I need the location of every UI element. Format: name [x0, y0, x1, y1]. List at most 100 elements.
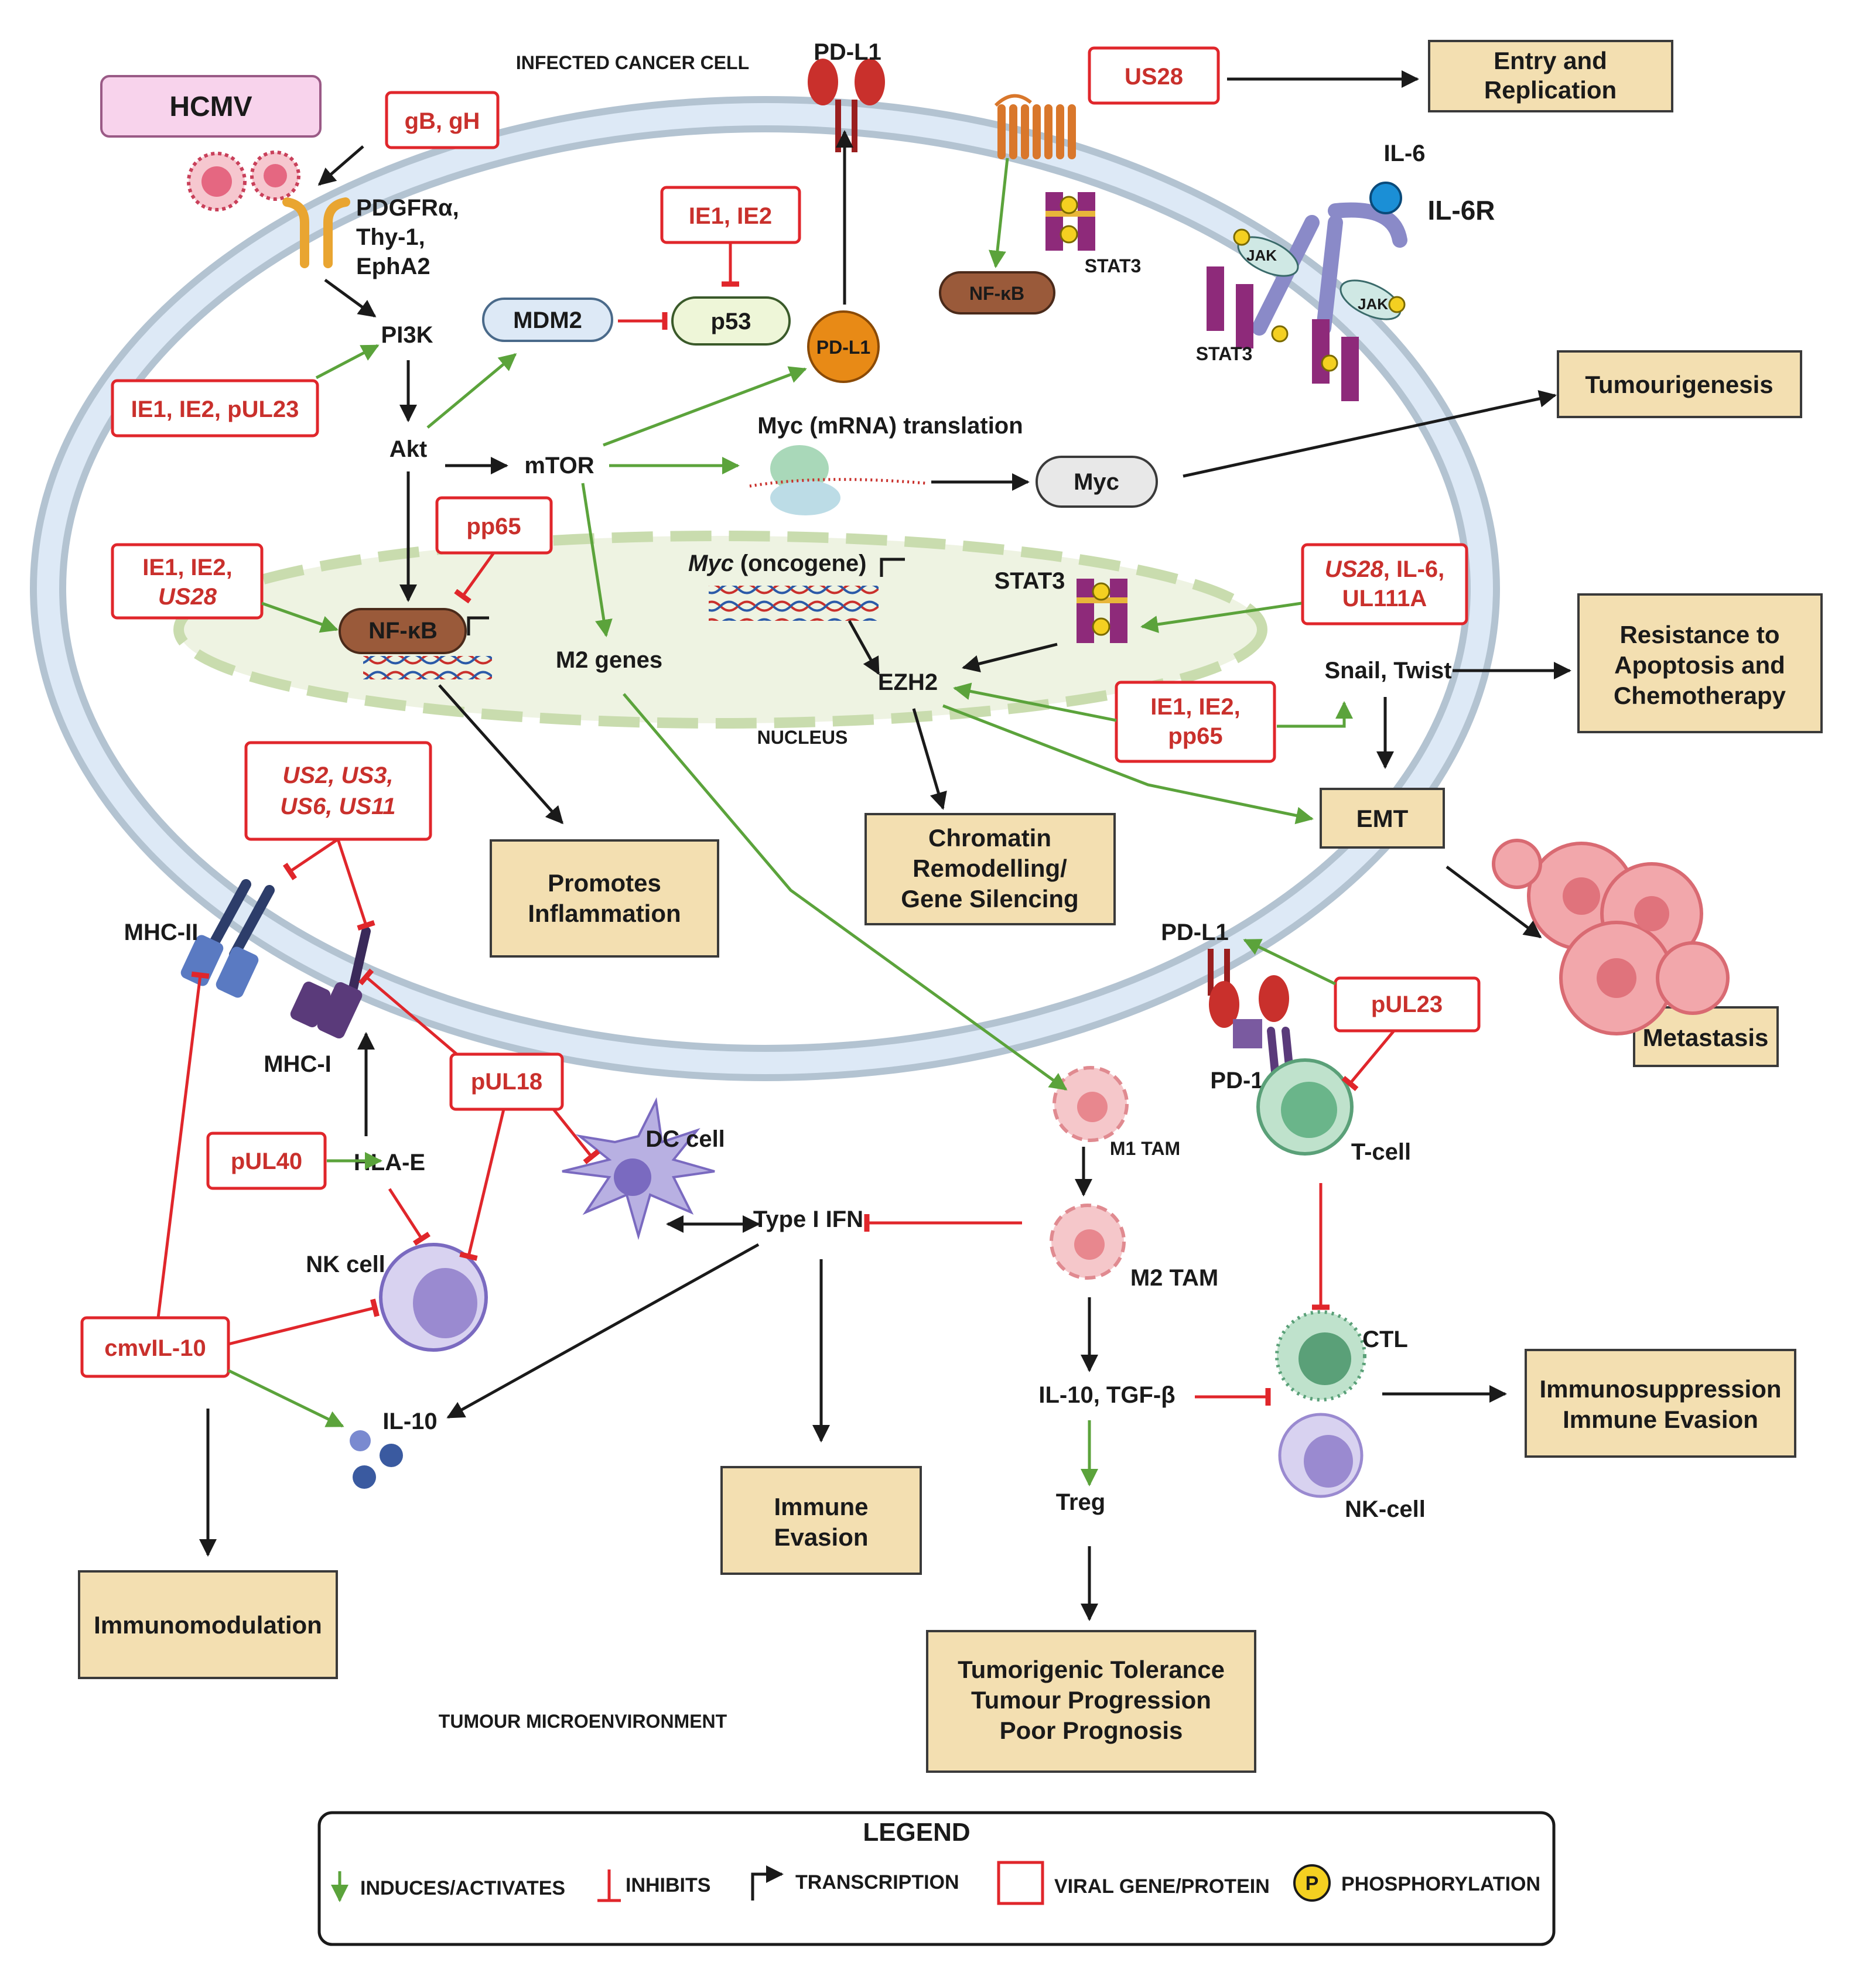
legend-inhibits-label: INHIBITS — [626, 1874, 710, 1896]
pul40-label: pUL40 — [231, 1149, 302, 1174]
nfkb-dna-icon — [363, 656, 492, 679]
pdl1-membrane-receptor-icon — [808, 59, 885, 152]
us28-top-label: US28 — [1125, 64, 1183, 90]
stat3-receptor-label: STAT3 — [1196, 343, 1253, 364]
stat3-cyto-label: STAT3 — [1085, 255, 1142, 276]
ctl-icon — [1275, 1310, 1366, 1402]
tumour-microenvironment-label: TUMOUR MICROENVIRONMENT — [439, 1711, 727, 1732]
pp65-top-label: pp65 — [466, 514, 521, 539]
jak-label-1: JAK — [1246, 247, 1277, 264]
ie1-ie2-pul23-label: IE1, IE2, pUL23 — [131, 397, 299, 422]
hcmv-box — [100, 75, 322, 138]
mhc2-icon — [180, 879, 275, 998]
legend-phospho-symbol: P — [1306, 1872, 1319, 1895]
ie1-ie2-pp65-line2: pp65 — [1168, 723, 1222, 749]
tumorigenic-line3: Poor Prognosis — [1000, 1717, 1183, 1744]
il10-label: IL-10 — [382, 1409, 437, 1434]
nucleus-label: NUCLEUS — [757, 727, 848, 748]
inhibition-lines-red — [156, 242, 1395, 1406]
snail-twist-label: Snail, Twist — [1324, 658, 1451, 683]
legend-phospho-label: PHOSPHORYLATION — [1341, 1873, 1540, 1895]
gb-gh-label: gB, gH — [405, 108, 480, 134]
outcome-boxes — [78, 40, 1823, 1773]
nk-cell2-label: NK-cell — [1345, 1496, 1426, 1522]
viral-gene-boxes — [80, 46, 1481, 1378]
type1-ifn-label: Type I IFN — [753, 1206, 863, 1232]
nfkb-nuc-label: NF-κB — [368, 618, 438, 644]
stat3-nuc-dimer-icon — [1077, 579, 1127, 643]
entry-receptor-icon — [282, 197, 350, 268]
m2-genes-label: M2 genes — [556, 647, 662, 673]
transcription-symbols — [467, 558, 905, 635]
ie1-ie2-top-label: IE1, IE2 — [689, 203, 772, 229]
nk-cell2-icon — [1278, 1413, 1364, 1498]
t-cell-icon — [1256, 1058, 1354, 1156]
metastasis-label: Metastasis — [1643, 1024, 1769, 1051]
nk-cell-icon — [379, 1243, 488, 1352]
ribosome-icon — [749, 445, 926, 515]
il6-label: IL-6 — [1383, 141, 1425, 166]
il6r-label: IL-6R — [1428, 195, 1495, 225]
pdl1-pd1-icon — [1208, 949, 1296, 1093]
activation-arrows-black — [199, 70, 1571, 1621]
tumourigenesis-label: Tumourigenesis — [1585, 371, 1773, 398]
il10-molecules-icon — [350, 1430, 403, 1489]
mdm2-label: MDM2 — [513, 307, 582, 333]
mtor-label: mTOR — [524, 453, 594, 478]
myc-translation-label: Myc (mRNA) translation — [757, 413, 1023, 439]
inflammation-line1: Promotes — [548, 869, 661, 897]
m1-tam-icon — [1053, 1066, 1129, 1142]
m2-tam-icon — [1050, 1204, 1126, 1280]
chromatin-line1: Chromatin — [928, 824, 1051, 852]
activation-arrows-green — [227, 158, 1353, 1486]
tumorigenic-line2: Tumour Progression — [971, 1686, 1211, 1714]
immunosuppression-line2: Immune Evasion — [1563, 1406, 1758, 1433]
us6-us11-line2: US6, US11 — [280, 794, 395, 819]
nfkb-cyto-node — [939, 271, 1055, 315]
myc-dna-icon — [709, 586, 879, 621]
entry-replication-line1: Entry and — [1494, 47, 1607, 74]
legend — [317, 1811, 1556, 1946]
pdl1-top-label: PD-L1 — [814, 39, 881, 65]
jak-label-2: JAK — [1358, 295, 1388, 313]
akt-label: Akt — [389, 436, 427, 462]
pdl1-inner-label: PD-L1 — [816, 337, 870, 358]
t-cell-label: T-cell — [1351, 1139, 1411, 1165]
pdl1-right-label: PD-L1 — [1161, 920, 1229, 945]
receptor-label-2: Thy-1, — [356, 224, 425, 250]
dc-cell-icon — [562, 1097, 715, 1240]
myc-node — [1036, 456, 1158, 508]
emt-label: EMT — [1356, 805, 1409, 832]
nk-cell-label: NK cell — [306, 1252, 385, 1277]
pi3k-label: PI3K — [381, 322, 433, 348]
p53-node — [671, 296, 791, 346]
legend-induces-label: INDUCES/ACTIVATES — [360, 1877, 565, 1899]
pul23-label: pUL23 — [1371, 992, 1443, 1017]
mdm2-node — [482, 298, 613, 342]
immune-evasion-line1: Immune — [774, 1493, 868, 1520]
dc-cell-label: DC cell — [645, 1126, 725, 1152]
immunosuppression-line1: Immunosuppression — [1539, 1375, 1781, 1403]
immunomodulation-label: Immunomodulation — [94, 1611, 322, 1639]
legend-viral-label: VIRAL GENE/PROTEIN — [1054, 1875, 1270, 1898]
stat3-nuc-label: STAT3 — [995, 568, 1065, 594]
myc-oncogene-label: Myc (oncogene) — [688, 551, 866, 576]
us28-gpcr-icon — [994, 94, 1076, 159]
ctl-label: CTL — [1362, 1327, 1408, 1352]
ie1-ie2-pp65-line1: IE1, IE2, — [1150, 694, 1240, 720]
nfkb-cyto-label: NF-κB — [969, 283, 1024, 304]
metastasis-cells-icon — [1492, 839, 1730, 1035]
pul18-label: pUL18 — [471, 1069, 542, 1095]
ie1-ie2-us28-line1: IE1, IE2, — [142, 555, 232, 580]
stat3-dimer-icon — [1045, 192, 1095, 251]
legend-transcription-label: TRANSCRIPTION — [795, 1871, 959, 1893]
resistance-line2: Apoptosis and — [1614, 651, 1785, 679]
treg-label: Treg — [1056, 1489, 1105, 1515]
cell-membrane — [30, 96, 1500, 1081]
us28-il6-line2: UL111A — [1342, 586, 1427, 611]
myc-label: Myc — [1074, 469, 1119, 495]
mhc2-label: MHC-II — [124, 920, 199, 945]
pd1-label: PD-1 — [1210, 1068, 1263, 1093]
receptor-label-3: EphA2 — [356, 254, 430, 279]
